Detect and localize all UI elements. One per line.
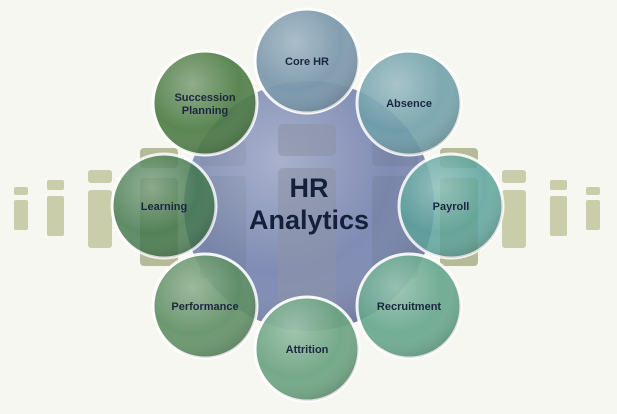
node-label: Performance <box>171 301 238 313</box>
node-label: Planning <box>182 105 228 117</box>
node-label: Attrition <box>286 344 329 356</box>
node-absence: Absence <box>355 49 463 157</box>
node-recruitment: Recruitment <box>355 252 463 360</box>
node-attrition: Attrition <box>253 295 361 403</box>
node-label: Learning <box>141 201 187 213</box>
node-label: Payroll <box>433 201 470 213</box>
background-letter-pattern <box>14 170 600 248</box>
node-label: Succession <box>174 92 235 104</box>
center-title-line1: HR <box>290 173 329 203</box>
center-title: HR Analytics <box>249 173 369 235</box>
node-label: Recruitment <box>377 301 442 313</box>
node-label: Core HR <box>285 56 329 68</box>
node-payroll: Payroll <box>397 152 505 260</box>
node-label: Absence <box>386 98 432 110</box>
node-performance: Performance <box>151 252 259 360</box>
node-succession-planning: Succession Planning <box>151 49 259 157</box>
node-core-hr: Core HR <box>253 7 361 115</box>
center-title-line2: Analytics <box>249 205 369 235</box>
node-learning: Learning <box>110 152 218 260</box>
